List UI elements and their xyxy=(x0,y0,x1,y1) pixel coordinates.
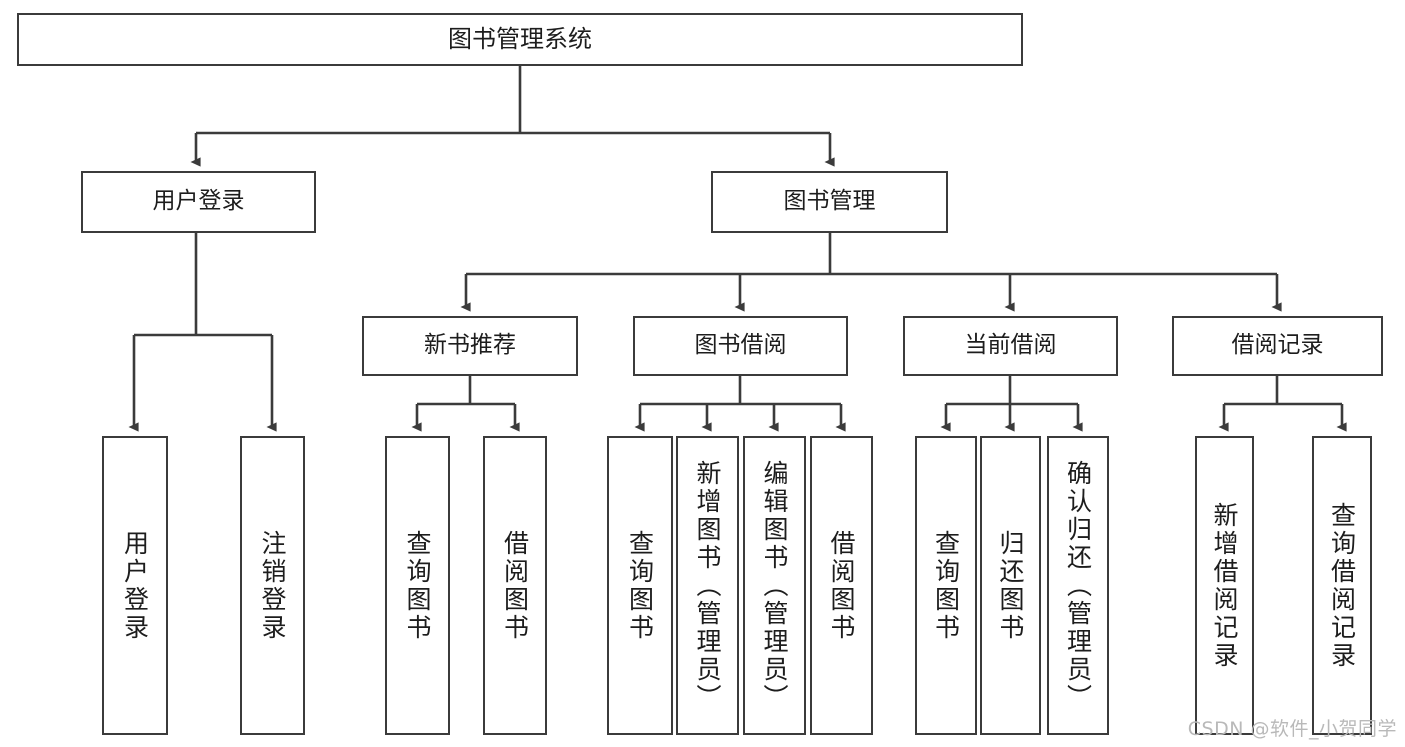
node-label: 图书管理系统 xyxy=(448,25,592,54)
node-label: 当前借阅 xyxy=(964,332,1057,359)
leaf-borrow-query-book[interactable]: 查询图书 xyxy=(607,436,673,735)
node-book-borrowing[interactable]: 图书借阅 xyxy=(633,316,848,376)
node-book-management[interactable]: 图书管理 xyxy=(711,171,948,233)
node-label: 查询借阅记录 xyxy=(1327,501,1357,670)
node-label: 借阅图书 xyxy=(500,529,530,642)
leaf-borrow-add-book-admin[interactable]: 新增图书（管理员） xyxy=(676,436,739,735)
node-label: 用户登录 xyxy=(152,188,245,215)
leaf-borrow-lend-book[interactable]: 借阅图书 xyxy=(810,436,873,735)
leaf-current-confirm-return-admin[interactable]: 确认归还（管理员） xyxy=(1047,436,1109,735)
node-label: 图书借阅 xyxy=(694,332,787,359)
node-label: 编辑图书（管理员） xyxy=(760,459,789,712)
leaf-recommend-query-book[interactable]: 查询图书 xyxy=(385,436,450,735)
node-label: 查询图书 xyxy=(931,529,961,642)
node-label: 查询图书 xyxy=(625,529,655,642)
node-borrow-records[interactable]: 借阅记录 xyxy=(1172,316,1383,376)
leaf-record-query-borrow-record[interactable]: 查询借阅记录 xyxy=(1312,436,1372,735)
node-label: 注销登录 xyxy=(258,529,287,642)
leaf-user-login[interactable]: 用户登录 xyxy=(102,436,168,735)
leaf-current-query-book[interactable]: 查询图书 xyxy=(915,436,977,735)
node-label: 新增借阅记录 xyxy=(1210,501,1239,670)
node-label: 借阅图书 xyxy=(827,529,856,642)
leaf-current-return-book[interactable]: 归还图书 xyxy=(980,436,1041,735)
leaf-borrow-edit-book-admin[interactable]: 编辑图书（管理员） xyxy=(743,436,806,735)
node-label: 确认归还（管理员） xyxy=(1063,459,1093,712)
node-user-login[interactable]: 用户登录 xyxy=(81,171,316,233)
leaf-record-add-borrow-record[interactable]: 新增借阅记录 xyxy=(1195,436,1254,735)
node-label: 图书管理 xyxy=(783,188,876,215)
node-label: 新增图书（管理员） xyxy=(693,459,722,712)
node-label: 借阅记录 xyxy=(1231,332,1324,359)
leaf-recommend-borrow-book[interactable]: 借阅图书 xyxy=(483,436,547,735)
node-label: 归还图书 xyxy=(996,529,1025,642)
node-root-book-management-system[interactable]: 图书管理系统 xyxy=(17,13,1023,66)
node-label: 用户登录 xyxy=(120,529,150,642)
leaf-user-logout[interactable]: 注销登录 xyxy=(240,436,305,735)
node-current-borrowing[interactable]: 当前借阅 xyxy=(903,316,1118,376)
csdn-watermark: CSDN @软件_小贺同学 xyxy=(1187,718,1397,740)
node-new-book-recommendation[interactable]: 新书推荐 xyxy=(362,316,578,376)
node-label: 查询图书 xyxy=(403,529,432,642)
node-label: 新书推荐 xyxy=(424,332,516,359)
